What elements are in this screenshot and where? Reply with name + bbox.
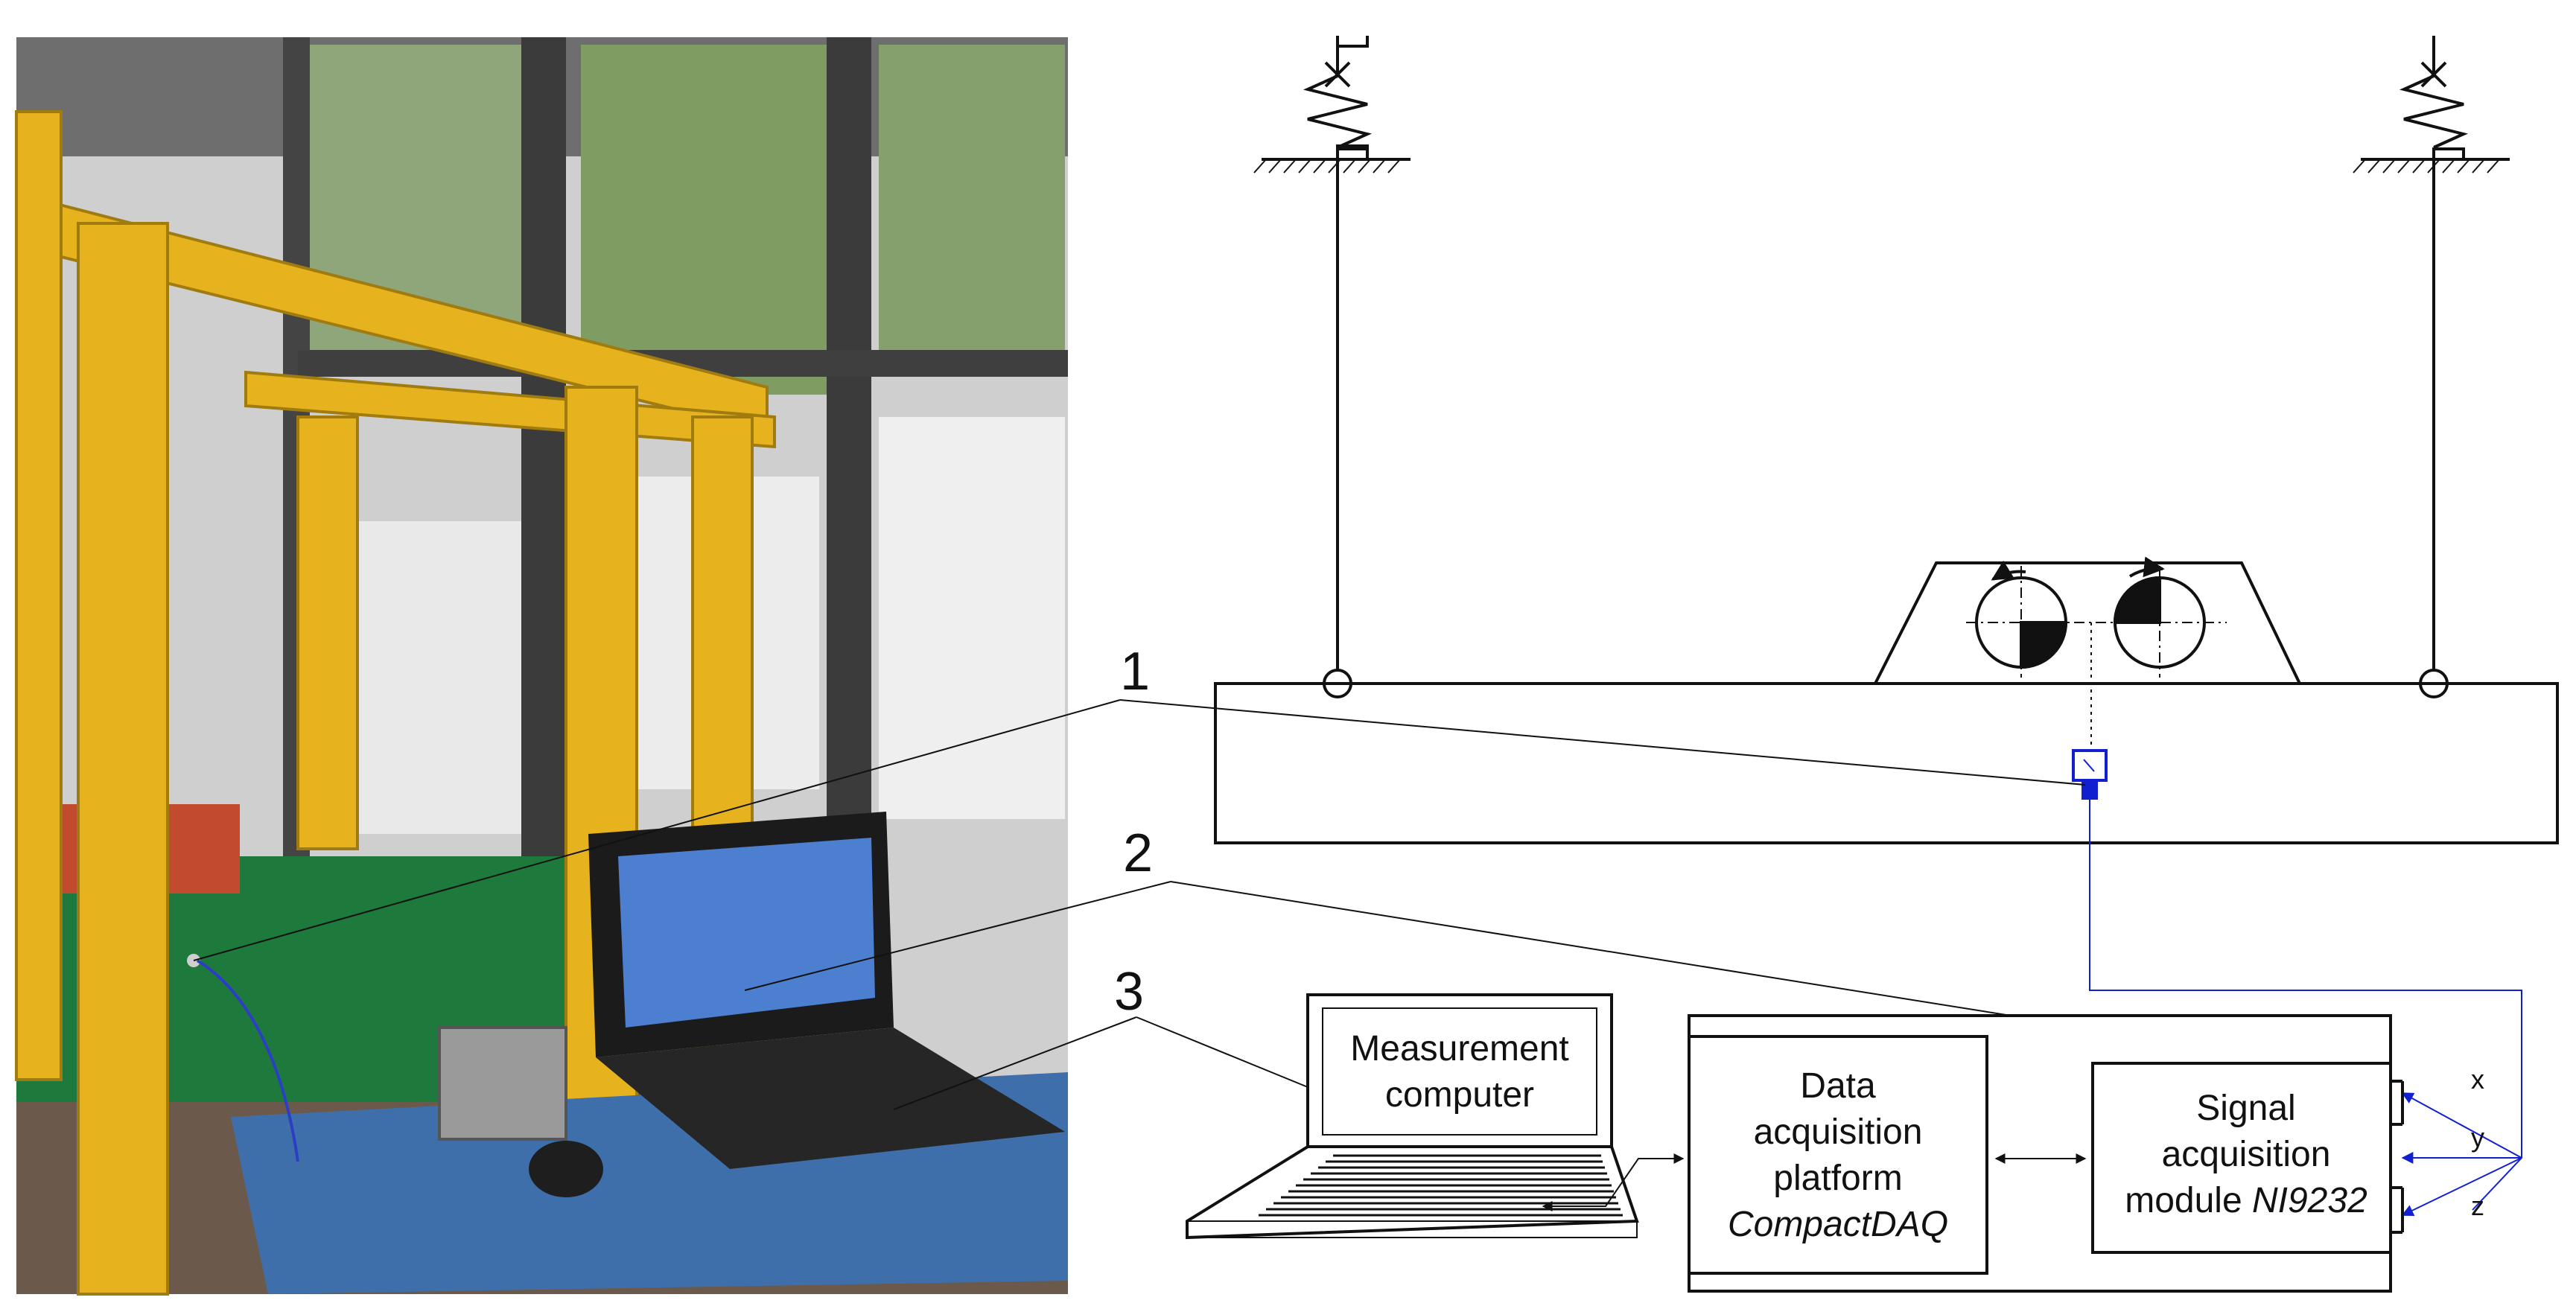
axis-z-label: z (2471, 1191, 2484, 1221)
daq-label-line4: CompactDAQ (1728, 1205, 1948, 1244)
cable-z (2401, 1157, 2522, 1216)
cable-x (2401, 1092, 2522, 1159)
module-label-line3: module NI9232 (2125, 1181, 2367, 1220)
module-label-prefix: module (2125, 1181, 2252, 1220)
signal-module-box (2091, 1062, 2392, 1254)
signal-cable (2089, 798, 2522, 1211)
axis-y-label: y (2471, 1122, 2484, 1153)
module-label-line2: acquisition (2162, 1135, 2331, 1174)
left-spring-suspension (1253, 36, 1411, 698)
machine-body (1214, 682, 2559, 844)
axis-x-label: x (2471, 1064, 2484, 1095)
daq-platform-box (1688, 1035, 1988, 1275)
mouse-photo (529, 1141, 603, 1197)
module-model: NI9232 (2252, 1181, 2367, 1220)
schematic (193, 36, 2559, 1293)
lab-photograph (15, 37, 1068, 1296)
callout-2: 2 (1123, 824, 1153, 883)
computer-label-line1: Measurement (1350, 1029, 1568, 1068)
unbalanced-masses (1966, 556, 2227, 678)
daq-label-line1: Data (1800, 1066, 1876, 1106)
daq-chassis-photo (438, 1026, 567, 1141)
windows (283, 37, 1068, 931)
sensor-cable-photo (196, 959, 299, 1162)
module-label-line1: Signal (2196, 1089, 2295, 1128)
daq-label-line2: acquisition (1754, 1112, 1923, 1152)
callout-leaders (193, 699, 2086, 1110)
accelerometer-sensor (2072, 749, 2108, 800)
daq-label-line3: platform (1773, 1159, 1902, 1198)
callout-3: 3 (1114, 962, 1144, 1022)
callout-1: 1 (1120, 642, 1150, 701)
right-spring-suspension (2353, 36, 2510, 698)
vibrator-housing (1874, 561, 2301, 684)
computer-label-line2: computer (1385, 1075, 1534, 1115)
laptop-photo (588, 812, 1065, 1169)
laptop-daq-link (1542, 1153, 1685, 1211)
